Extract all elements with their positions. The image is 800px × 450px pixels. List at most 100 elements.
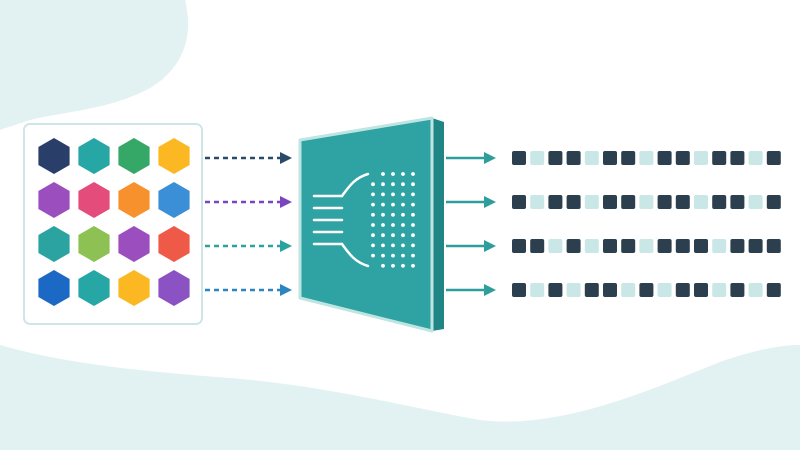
token-dark xyxy=(603,195,617,209)
token-dark xyxy=(694,239,708,253)
output-arrow xyxy=(446,196,496,208)
background-blob-top-left xyxy=(0,0,189,130)
token-dark xyxy=(675,239,690,253)
encoder-dot xyxy=(391,263,395,268)
output-token-sequences xyxy=(512,151,781,297)
encoder-dot xyxy=(411,263,415,268)
token-dark xyxy=(748,239,763,253)
encoder-dot xyxy=(401,212,405,217)
encoder-dot xyxy=(371,253,375,258)
token-light xyxy=(530,151,545,165)
encoder-dot xyxy=(401,172,405,176)
input-hexagon xyxy=(38,182,70,218)
token-row xyxy=(512,195,781,209)
encoder-dot xyxy=(411,192,415,197)
encoder-dot xyxy=(391,172,395,176)
encoder-dot xyxy=(391,202,395,207)
encoder-dot xyxy=(401,253,405,258)
token-light xyxy=(530,195,545,209)
token-dark xyxy=(657,151,672,165)
encoder-dot xyxy=(371,223,375,227)
token-dark xyxy=(512,239,526,253)
encoder-dot xyxy=(411,202,415,207)
encoder-dot xyxy=(391,223,395,227)
encoder-dot xyxy=(391,182,395,187)
token-light xyxy=(712,239,727,253)
token-light xyxy=(639,195,654,209)
input-hexagon xyxy=(78,138,110,174)
input-grid-panel xyxy=(23,123,203,325)
input-hexagon xyxy=(118,270,150,306)
encoder-dot xyxy=(391,253,395,258)
encoder-dot xyxy=(371,212,375,217)
encoder-dot xyxy=(401,263,405,268)
encoder-dot xyxy=(411,243,415,248)
encoder-dot xyxy=(401,233,405,238)
input-arrow xyxy=(205,284,292,296)
input-hexagon xyxy=(78,226,110,262)
input-hexagon xyxy=(118,182,150,218)
encoder-dot xyxy=(411,172,415,176)
encoder-dot xyxy=(381,253,385,258)
encoder-dot xyxy=(371,243,375,248)
encoder-face xyxy=(298,116,434,333)
encoder-dot xyxy=(411,212,415,217)
token-row xyxy=(512,151,781,165)
encoder-dot xyxy=(401,223,405,227)
token-dark xyxy=(512,151,526,165)
token-light xyxy=(639,151,654,165)
encoder-block xyxy=(298,116,444,333)
input-arrow xyxy=(205,196,292,208)
token-dark xyxy=(548,195,563,209)
background-blob-bottom xyxy=(0,345,800,450)
input-hexagon xyxy=(118,138,150,174)
token-dark xyxy=(766,151,781,165)
token-dark xyxy=(675,195,690,209)
encoder-dot xyxy=(381,202,385,207)
output-arrows xyxy=(446,152,496,296)
input-hexagon xyxy=(158,182,190,218)
encoder-dot xyxy=(381,263,385,268)
encoder-dot xyxy=(401,202,405,207)
token-dark xyxy=(766,239,781,253)
input-arrow xyxy=(205,240,292,252)
token-dark xyxy=(712,195,727,209)
encoder-dot xyxy=(411,253,415,258)
token-dark xyxy=(730,195,745,209)
token-dark xyxy=(584,283,599,297)
token-row xyxy=(512,239,781,253)
encoder-input-lines-icon xyxy=(312,172,370,268)
output-arrow xyxy=(446,284,496,296)
token-light xyxy=(748,151,763,165)
output-arrow xyxy=(446,240,496,252)
encoder-dot xyxy=(381,182,385,187)
encoder-dot xyxy=(411,233,415,238)
token-dark xyxy=(675,283,690,297)
token-dark xyxy=(730,283,745,297)
encoder-dot xyxy=(411,223,415,227)
input-hexagon xyxy=(118,226,150,262)
encoder-dot xyxy=(391,212,395,217)
encoder-dot xyxy=(391,192,395,197)
encoder-dot xyxy=(381,212,385,217)
token-dark xyxy=(675,151,690,165)
token-dark xyxy=(621,239,636,253)
token-dark xyxy=(730,151,745,165)
token-dark xyxy=(566,151,581,165)
token-light xyxy=(712,283,727,297)
token-dark xyxy=(766,195,781,209)
token-row xyxy=(512,283,781,297)
token-dark xyxy=(657,195,672,209)
token-light xyxy=(548,239,563,253)
encoder-dot xyxy=(381,223,385,227)
input-arrow xyxy=(205,152,292,164)
token-light xyxy=(584,195,599,209)
encoder-dot xyxy=(381,243,385,248)
token-light xyxy=(748,195,763,209)
encoder-dot xyxy=(371,233,375,238)
encoder-dot xyxy=(411,182,415,187)
token-dark xyxy=(639,283,654,297)
token-dark xyxy=(512,283,526,297)
token-dark xyxy=(621,151,636,165)
input-hexagon xyxy=(38,270,70,306)
